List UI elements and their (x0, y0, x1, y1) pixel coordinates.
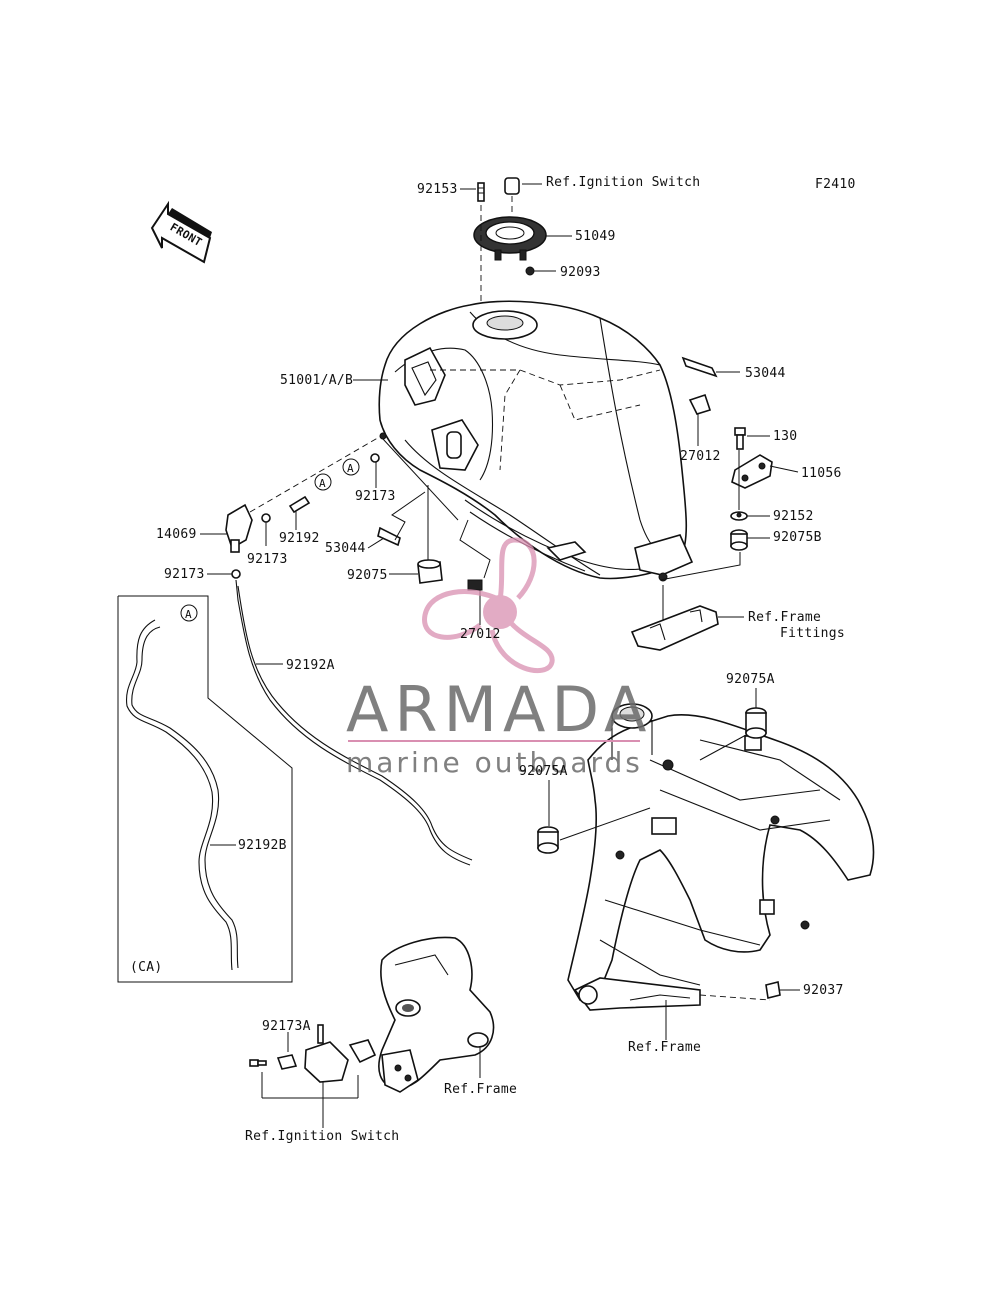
label-ref-frame-right: Ref.Frame (628, 1040, 701, 1055)
label-92093: 92093 (560, 265, 601, 280)
damper-92075A-top (699, 688, 767, 761)
main-frame (567, 703, 875, 1040)
frame-fitting-bracket (630, 585, 719, 651)
label-ref-frame-fittings-1: Ref.Frame (748, 610, 821, 625)
label-92075A-top: 92075A (726, 672, 775, 687)
marker-a-3: A (180, 604, 198, 622)
label-92075A-left: 92075A (519, 764, 568, 779)
label-92075: 92075 (347, 568, 388, 583)
label-92192: 92192 (279, 531, 320, 546)
figure-code: F2410 (815, 177, 856, 192)
part-labels: 92153 Ref.Ignition Switch 51049 92093 53… (130, 175, 845, 1144)
watermark: ARMADA marine outboards (346, 537, 652, 779)
rear-mount-parts (659, 427, 773, 581)
label-ref-ignition-top: Ref.Ignition Switch (546, 175, 700, 190)
svg-text:A: A (319, 477, 326, 490)
label-92173-hose: 92173 (164, 567, 205, 582)
label-92037: 92037 (803, 983, 844, 998)
damper-92075A-left (537, 780, 651, 854)
label-92173-tank: 92173 (355, 489, 396, 504)
label-27012-center: 27012 (460, 627, 501, 642)
label-92152: 92152 (773, 509, 814, 524)
label-92075B: 92075B (773, 530, 822, 545)
label-51001: 51001/A/B (280, 373, 353, 388)
leader-lines (200, 183, 800, 991)
label-ref-frame-bottom: Ref.Frame (444, 1082, 517, 1097)
label-ca: (CA) (130, 960, 163, 975)
marker-a-1: A (314, 473, 332, 491)
label-ref-frame-fittings-2: Fittings (780, 626, 845, 641)
label-14069: 14069 (156, 527, 197, 542)
lower-frame-section (378, 936, 495, 1093)
label-92173A: 92173A (262, 1019, 311, 1034)
watermark-tagline: marine outboards (346, 746, 643, 779)
svg-text:A: A (347, 462, 354, 475)
label-53044-right: 53044 (745, 366, 786, 381)
propeller-logo-icon (422, 537, 555, 673)
ca-inset-box (117, 595, 293, 983)
hose-92192A (235, 579, 471, 866)
label-27012-right: 27012 (680, 449, 721, 464)
label-11056: 11056 (801, 466, 842, 481)
svg-text:A: A (185, 608, 192, 621)
fuel-cap-assembly (473, 177, 547, 320)
fuel-tank (378, 300, 718, 582)
label-130: 130 (773, 429, 797, 444)
vent-hose-parts (225, 431, 491, 625)
ignition-switch-parts (249, 1024, 377, 1128)
watermark-brand: ARMADA (346, 673, 652, 746)
label-92192A: 92192A (286, 658, 335, 673)
label-92192B: 92192B (238, 838, 287, 853)
label-ref-ignition-bottom: Ref.Ignition Switch (245, 1129, 399, 1144)
marker-a-2: A (342, 458, 360, 476)
front-arrow-icon: FRONT (150, 200, 212, 264)
label-92153: 92153 (417, 182, 458, 197)
label-92173-valve: 92173 (247, 552, 288, 567)
label-51049: 51049 (575, 229, 616, 244)
label-53044-left: 53044 (325, 541, 366, 556)
